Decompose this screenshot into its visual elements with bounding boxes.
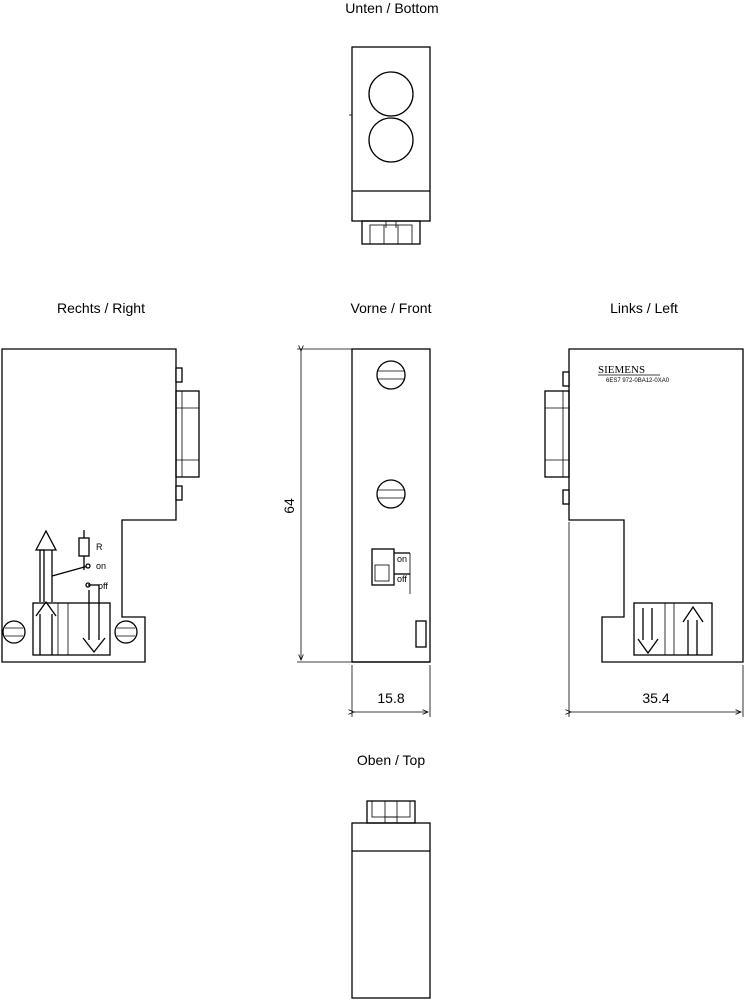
dimension-width-side-label: 35.4 bbox=[642, 690, 669, 706]
front-switch-off-label: off bbox=[397, 574, 407, 584]
part-number-label: 6ES7 972-0BA12-0XA0 bbox=[606, 378, 670, 384]
bottom-view bbox=[349, 46, 431, 245]
view-label-front: Vorne / Front bbox=[351, 300, 432, 316]
dimension-height: 64 bbox=[281, 349, 352, 663]
front-switch-on-label: on bbox=[397, 554, 407, 564]
switch-resistor-label: R bbox=[96, 542, 103, 552]
dimension-width-front: 15.8 bbox=[352, 665, 431, 717]
right-view: R on off bbox=[1, 348, 200, 663]
left-view: SIEMENS 6ES7 972-0BA12-0XA0 bbox=[544, 348, 744, 663]
view-label-bottom: Unten / Bottom bbox=[345, 0, 438, 16]
dimension-width-front-label: 15.8 bbox=[377, 690, 404, 706]
dimension-width-side: 35.4 bbox=[569, 522, 744, 717]
top-view bbox=[351, 800, 431, 999]
dimension-height-label: 64 bbox=[281, 498, 297, 514]
view-label-top: Oben / Top bbox=[357, 752, 425, 768]
view-label-left: Links / Left bbox=[610, 300, 678, 316]
front-view: on off bbox=[351, 348, 431, 663]
brand-label: SIEMENS bbox=[598, 364, 645, 376]
view-label-right: Rechts / Right bbox=[57, 300, 145, 316]
switch-off-label: off bbox=[98, 581, 108, 591]
switch-on-label: on bbox=[96, 561, 106, 571]
